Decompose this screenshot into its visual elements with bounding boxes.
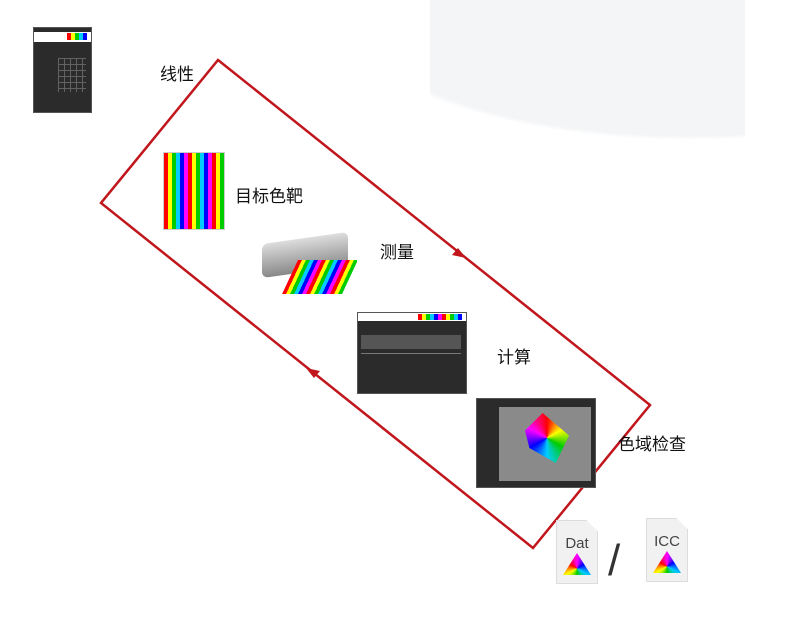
- step-label-target: 目标色靶: [235, 187, 303, 207]
- linearization-screenshot: [33, 27, 92, 113]
- color-triangle-icon: [653, 551, 681, 573]
- arrow-back-icon: [306, 368, 320, 378]
- step-label-measure: 测量: [380, 243, 414, 263]
- gamut-check-screenshot: [476, 398, 596, 488]
- calculation-screenshot: [357, 312, 467, 394]
- icc-file-icon: ICC: [646, 518, 688, 582]
- loop-outline: [99, 58, 652, 550]
- separator-slash: /: [608, 536, 621, 585]
- step-label-linear: 线性: [160, 65, 194, 85]
- step-label-calculate: 计算: [497, 348, 531, 368]
- background-shape: [430, 0, 800, 150]
- color-triangle-icon: [563, 553, 591, 575]
- background-strip: [745, 0, 800, 621]
- step-label-gamut-check: 色域检查: [618, 435, 686, 455]
- dat-file-icon: Dat: [556, 520, 598, 584]
- arrow-forward-icon: [452, 248, 466, 258]
- color-target-thumbnail: [163, 152, 225, 230]
- measurement-device-thumbnail: [262, 232, 357, 300]
